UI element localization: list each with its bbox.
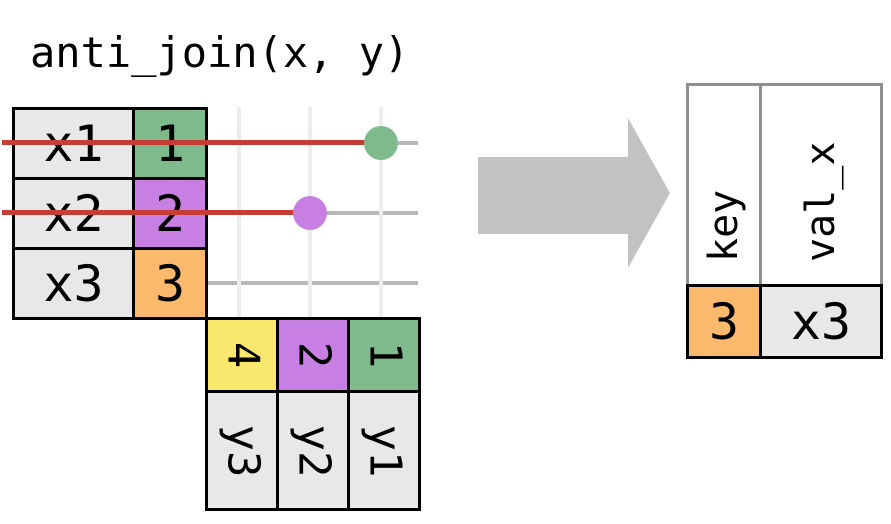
table-y-col2-val-cell: y2 bbox=[276, 390, 350, 511]
table-x-row3-val: x3 bbox=[43, 254, 104, 313]
table-y-col3-val: y1 bbox=[358, 424, 410, 477]
table-x-row3-val-cell: x3 bbox=[12, 247, 135, 320]
arrow-right-icon bbox=[478, 118, 670, 268]
table-y-col3-key: 1 bbox=[359, 341, 410, 369]
match-line-row1 bbox=[2, 140, 381, 145]
table-y-col1-val-cell: y3 bbox=[205, 390, 279, 511]
match-dot-key2 bbox=[293, 196, 327, 230]
grid-vline-col3 bbox=[379, 107, 383, 319]
match-line-row2 bbox=[2, 210, 310, 215]
diagram-title: anti_join(x, y) bbox=[30, 28, 410, 77]
table-x-row3-key: 3 bbox=[154, 254, 186, 313]
table-y-col2-key-cell: 2 bbox=[276, 317, 350, 393]
table-y-col1-key: 4 bbox=[217, 341, 268, 369]
result-row1-valx-cell: x3 bbox=[759, 284, 883, 359]
flow-arrow bbox=[478, 118, 670, 268]
result-header-key: key bbox=[701, 189, 747, 262]
result-row1-key: 3 bbox=[708, 292, 740, 351]
table-y-col1-key-cell: 4 bbox=[205, 317, 279, 393]
table-y-col2-val: y2 bbox=[287, 424, 339, 477]
match-dot-key1 bbox=[364, 126, 398, 160]
result-row1-key-cell: 3 bbox=[686, 284, 762, 359]
result-header-valx: val_x bbox=[798, 141, 844, 262]
result-header-key-cell: key bbox=[686, 83, 762, 287]
result-header-valx-cell: val_x bbox=[759, 83, 883, 287]
table-y-col3-key-cell: 1 bbox=[347, 317, 421, 393]
table-y-col3-val-cell: y1 bbox=[347, 390, 421, 511]
table-y-col2-key: 2 bbox=[288, 341, 339, 369]
table-x-row3-key-cell: 3 bbox=[132, 247, 208, 320]
table-y-col1-val: y3 bbox=[216, 424, 268, 477]
result-row1-valx: x3 bbox=[790, 292, 852, 351]
